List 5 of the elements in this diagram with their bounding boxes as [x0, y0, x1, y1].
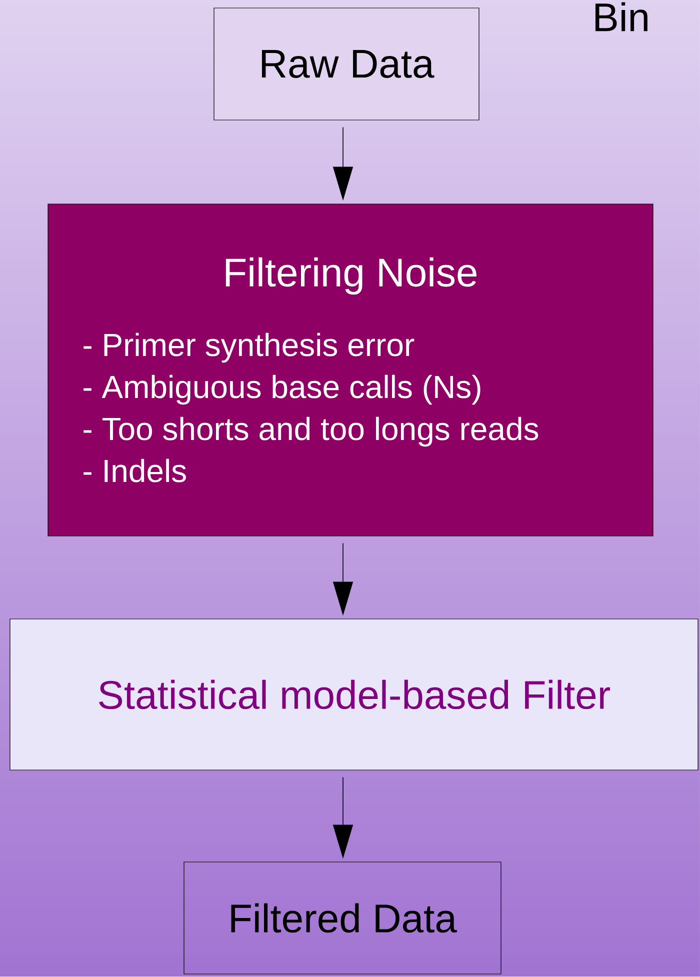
process-box: Statistical model-based Filter — [10, 618, 698, 770]
process-box: Filtering Noise - Primer synthesis error - Ambiguous base calls (Ns) - Too shorts and too longs reads - Indels — [48, 204, 654, 536]
heading-text: Bin — [595, 2, 648, 32]
process-box: Filtered Data — [184, 862, 502, 974]
process-box: Raw Data — [214, 8, 480, 120]
